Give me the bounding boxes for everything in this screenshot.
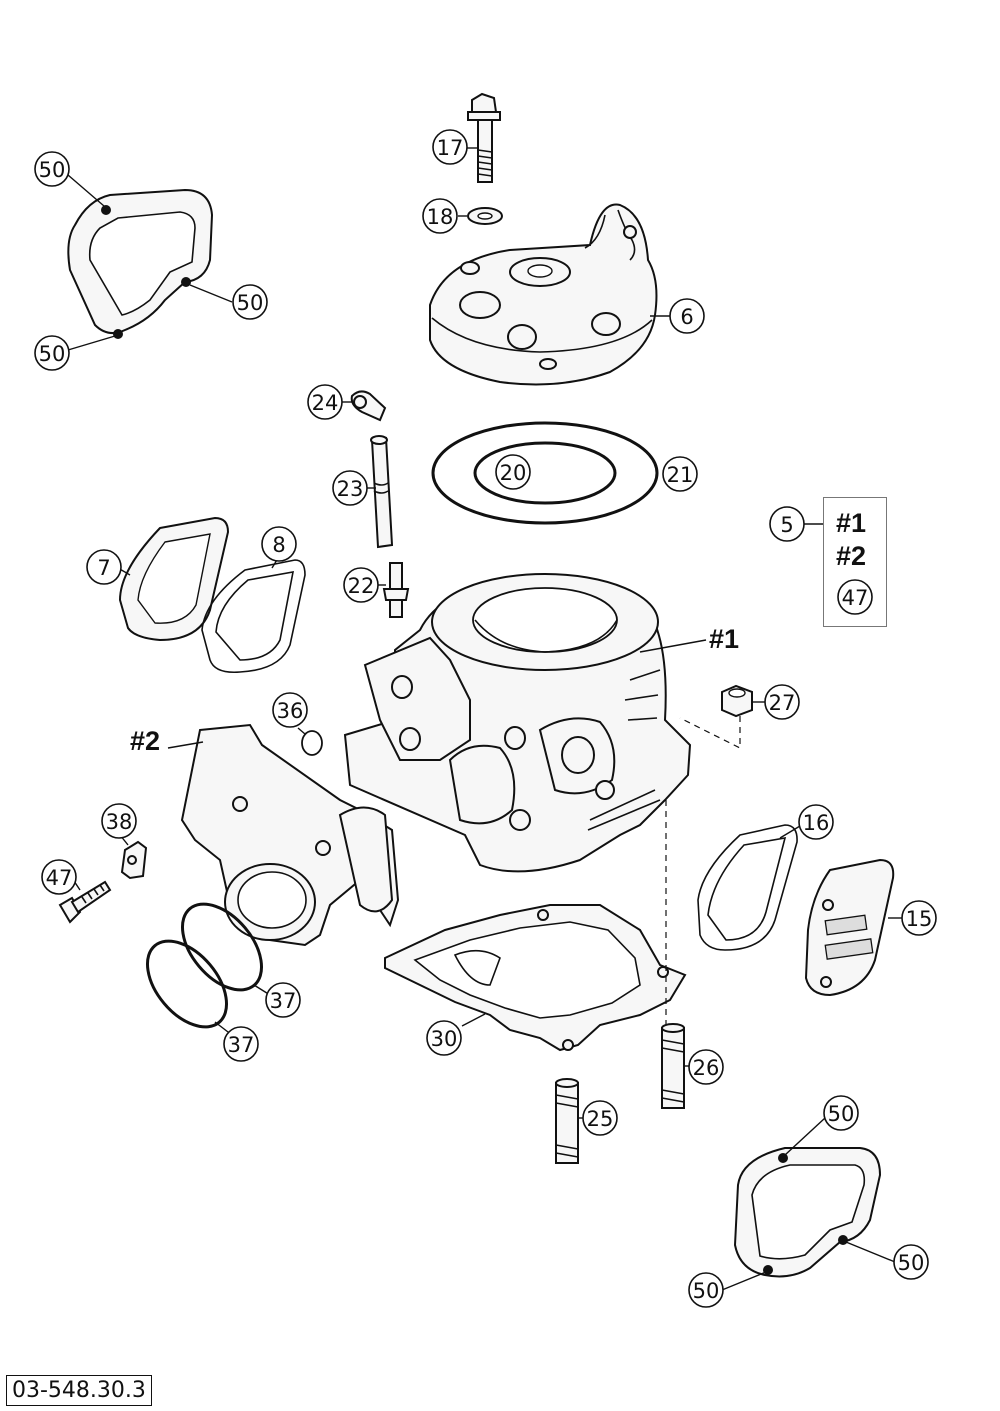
svg-text:17: 17 <box>437 136 464 160</box>
callout-8: 8 <box>261 526 297 562</box>
clip-38 <box>119 834 148 880</box>
nipple-22 <box>378 562 410 618</box>
svg-text:47: 47 <box>46 866 73 890</box>
svg-text:38: 38 <box>106 810 133 834</box>
callout-50-br-b: 50 <box>893 1244 929 1280</box>
svg-text:25: 25 <box>587 1107 614 1131</box>
callout-38: 38 <box>101 803 137 839</box>
svg-text:23: 23 <box>337 477 364 501</box>
hole-dot <box>778 1153 788 1163</box>
cylinder-head-6 <box>429 203 670 386</box>
callout-25: 25 <box>582 1100 618 1136</box>
base-gasket-30 <box>384 904 687 1052</box>
callout-23: 23 <box>332 470 368 506</box>
callout-50-br-c: 50 <box>688 1272 724 1308</box>
svg-text:36: 36 <box>277 699 304 723</box>
svg-text:50: 50 <box>898 1251 925 1275</box>
callout-50-tl-b: 50 <box>232 284 268 320</box>
hole-dot <box>838 1235 848 1245</box>
bolt-17 <box>466 92 501 183</box>
gasket-7 <box>117 516 230 642</box>
callout-7: 7 <box>86 549 122 585</box>
svg-text:21: 21 <box>667 463 694 487</box>
svg-text:50: 50 <box>39 342 66 366</box>
callout-27: 27 <box>764 684 800 720</box>
cover-15 <box>804 858 902 997</box>
fitting-24 <box>342 390 387 422</box>
svg-text:50: 50 <box>828 1102 855 1126</box>
callout-5: 5 <box>769 506 805 542</box>
svg-text:7: 7 <box>97 556 110 580</box>
screw-47 <box>58 877 112 924</box>
hose-23 <box>367 435 394 549</box>
svg-text:50: 50 <box>39 158 66 182</box>
svg-text:37: 37 <box>228 1033 255 1057</box>
o-ring-21 <box>431 421 659 525</box>
callout-6: 6 <box>669 298 705 334</box>
svg-text:24: 24 <box>312 391 339 415</box>
svg-text:30: 30 <box>431 1027 458 1051</box>
hole-dot <box>101 205 111 215</box>
document-number: 03-548.30.3 <box>6 1375 152 1406</box>
svg-text:47: 47 <box>842 586 869 610</box>
callout-15: 15 <box>901 900 937 936</box>
hole-dot <box>181 277 191 287</box>
callout-20: 20 <box>495 454 531 490</box>
intake-label: #2 <box>130 726 160 756</box>
callout-37-a: 37 <box>265 982 301 1018</box>
callout-30: 30 <box>426 1020 462 1056</box>
callout-37-b: 37 <box>223 1026 259 1062</box>
callout-47: 47 <box>41 859 77 895</box>
callout-21: 21 <box>662 456 698 492</box>
callout-50-tl-a: 50 <box>34 151 70 187</box>
kit-label-2: #2 <box>836 541 866 571</box>
cylinder-label: #1 <box>709 624 739 654</box>
stud-26 <box>661 1023 690 1109</box>
hole-dot <box>113 329 123 339</box>
callout-47-kit: 47 <box>837 579 873 615</box>
kit-contents-box <box>823 497 887 627</box>
svg-text:50: 50 <box>693 1279 720 1303</box>
svg-text:16: 16 <box>803 811 830 835</box>
stud-25 <box>555 1078 583 1164</box>
callout-26: 26 <box>688 1049 724 1085</box>
gasket-top-left <box>67 174 233 351</box>
callout-50-br-a: 50 <box>823 1095 859 1131</box>
svg-text:50: 50 <box>237 291 264 315</box>
gasket-16 <box>697 824 801 951</box>
callout-16: 16 <box>798 804 834 840</box>
svg-text:22: 22 <box>348 574 375 598</box>
callout-17: 17 <box>432 129 468 165</box>
o-ring-20 <box>473 441 617 505</box>
washer-18 <box>458 207 503 225</box>
callout-22: 22 <box>343 567 379 603</box>
svg-text:20: 20 <box>500 461 527 485</box>
hole-dot <box>763 1265 773 1275</box>
svg-text:5: 5 <box>780 513 793 537</box>
gasket-bottom-right <box>721 1117 896 1291</box>
callout-18: 18 <box>422 198 458 234</box>
intake-flange-2 <box>167 723 400 947</box>
o-ring-37-inner <box>145 939 229 1029</box>
callout-50-tl-c: 50 <box>34 335 70 371</box>
svg-text:26: 26 <box>693 1056 720 1080</box>
nut-27 <box>679 684 765 749</box>
cylinder-1 <box>343 573 707 873</box>
svg-text:8: 8 <box>272 533 285 557</box>
svg-text:15: 15 <box>906 907 933 931</box>
svg-text:27: 27 <box>769 691 796 715</box>
callout-24: 24 <box>307 384 343 420</box>
o-ring-36 <box>297 727 323 756</box>
kit-label-1: #1 <box>836 508 866 538</box>
svg-text:6: 6 <box>680 305 693 329</box>
svg-text:18: 18 <box>427 205 454 229</box>
svg-text:37: 37 <box>270 989 297 1013</box>
callout-36: 36 <box>272 692 308 728</box>
